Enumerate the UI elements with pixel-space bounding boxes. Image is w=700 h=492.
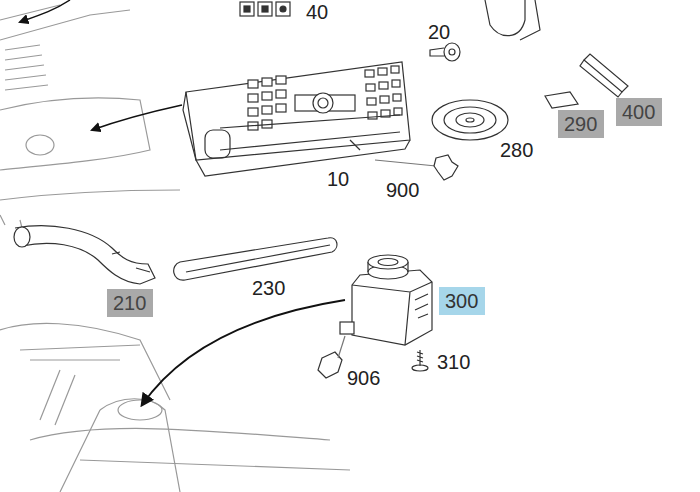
callout-number: 300 bbox=[445, 291, 479, 311]
part-number-box: 290 bbox=[558, 110, 604, 138]
part-number-box: 300 bbox=[439, 287, 485, 315]
arrow bbox=[92, 105, 182, 130]
callout-number: 400 bbox=[622, 102, 656, 122]
callout-number: 310 bbox=[437, 352, 470, 372]
part-number-box: 210 bbox=[107, 289, 153, 317]
part-number-box: 400 bbox=[616, 98, 662, 126]
controller-unit bbox=[340, 255, 432, 345]
grab-handle bbox=[186, 245, 330, 272]
arrow bbox=[20, 0, 70, 22]
callout-number: 290 bbox=[564, 114, 598, 134]
callout-number: 900 bbox=[386, 180, 419, 200]
arrow bbox=[142, 300, 345, 405]
air-duct bbox=[14, 226, 155, 284]
leader-line bbox=[375, 160, 436, 166]
callout-number: 20 bbox=[428, 22, 450, 42]
callout-number: 10 bbox=[327, 169, 349, 189]
leader-line bbox=[338, 336, 345, 358]
callout-number: 230 bbox=[252, 278, 285, 298]
screw bbox=[412, 350, 428, 371]
grab-handle bbox=[174, 238, 337, 280]
screw bbox=[430, 43, 460, 61]
callout-number: 280 bbox=[500, 140, 533, 160]
callout-number: 210 bbox=[113, 293, 147, 313]
compact-disc bbox=[432, 100, 508, 140]
bracket-part bbox=[485, 0, 540, 40]
radio-unit bbox=[183, 62, 410, 176]
cable-connector bbox=[434, 155, 458, 180]
callout-number: 40 bbox=[306, 2, 328, 22]
memory-card bbox=[545, 92, 578, 108]
icon-group bbox=[240, 2, 290, 16]
usb-stick bbox=[580, 54, 628, 97]
callout-number: 906 bbox=[347, 368, 380, 388]
